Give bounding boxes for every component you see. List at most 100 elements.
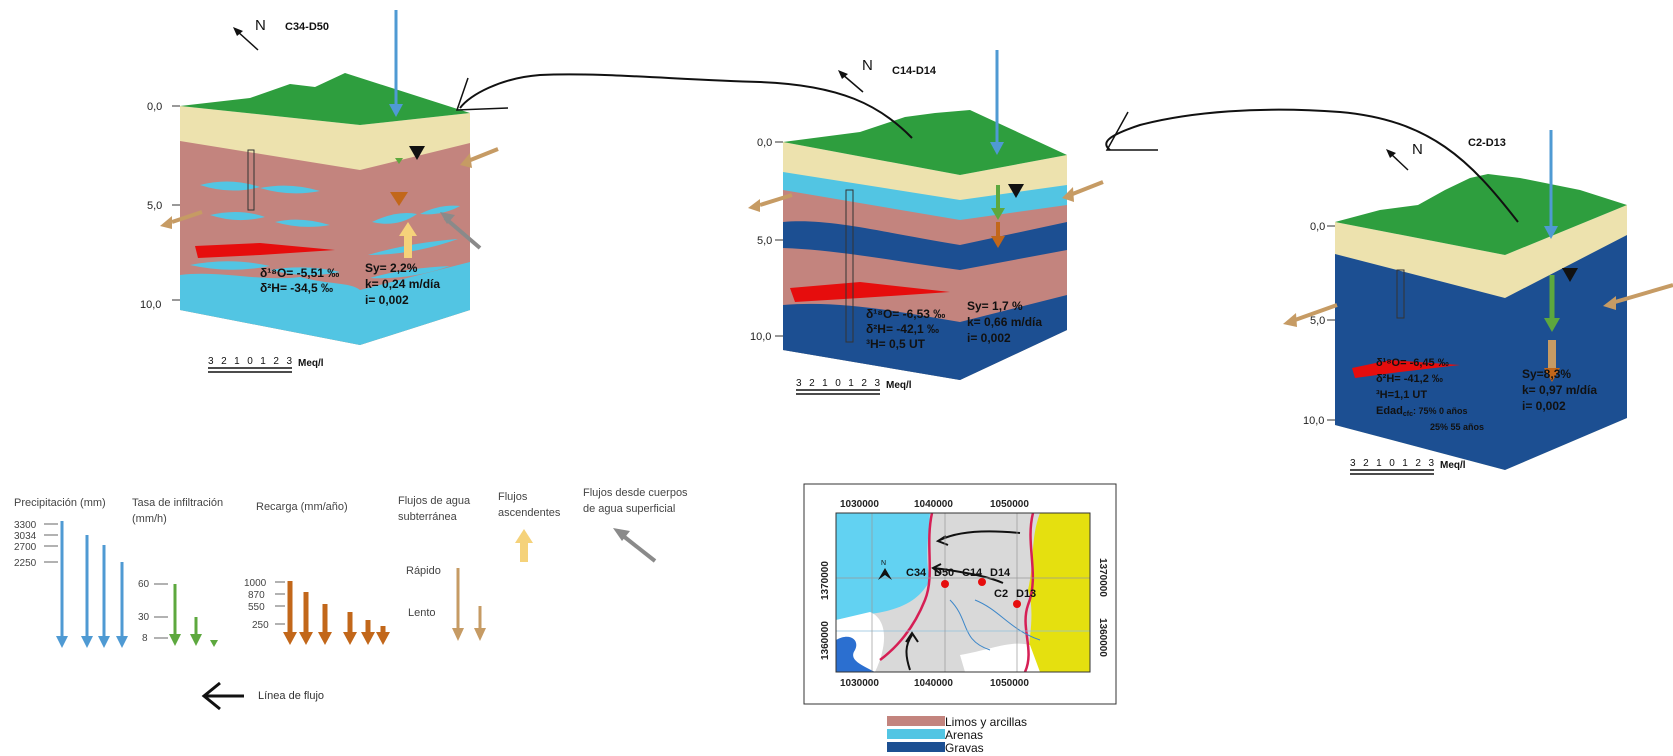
side-face-strata <box>960 155 1067 380</box>
ion-scale: 3 2 1 0 1 2 3 Meq/l <box>796 378 912 395</box>
k-label: k= 0,66 m/día <box>967 315 1042 329</box>
map-x-tick: 1040000 <box>914 499 953 510</box>
flow-arrows <box>1283 130 1673 382</box>
map-y-tick: 1370000 <box>820 561 831 600</box>
legend-infil-title: Tasa de infiltración <box>132 497 223 509</box>
map-well-label: C2 <box>994 588 1008 600</box>
north-arrow: N <box>233 17 266 51</box>
legend-ascend-2: ascendentes <box>498 507 561 519</box>
delta-o18-label: δ¹⁸O= -5,51 ‰ <box>260 266 339 280</box>
north-arrow: N <box>1386 141 1423 171</box>
legend-precipitation: Precipitación (mm) 3300 3034 2700 2250 <box>14 497 128 648</box>
infil-tick: 60 <box>138 579 150 590</box>
flow-lines <box>455 73 1519 223</box>
scale-unit: Meq/l <box>298 358 324 369</box>
delta-h2-label: δ²H= -41,2 ‰ <box>1376 373 1443 385</box>
legend-ascend-1: Flujos <box>498 491 528 503</box>
map-x-ticks: 1030000 1040000 1050000 1030000 1040000 … <box>840 499 1029 689</box>
flow-arrows <box>748 50 1104 248</box>
map-well-labels: C34 D50 C14 D14 C2 D13 <box>906 567 1036 600</box>
north-label: N <box>255 17 266 34</box>
front-face-strata <box>783 142 960 380</box>
legend-flow-line-label: Línea de flujo <box>258 690 324 702</box>
legend: Precipitación (mm) 3300 3034 2700 2250 T… <box>14 487 688 711</box>
depth-label: 0,0 <box>147 101 162 113</box>
precip-tick: 3300 <box>14 520 37 531</box>
legend-rapido: Rápido <box>406 565 441 577</box>
north-label: N <box>862 57 873 74</box>
sy-label: Sy= 2,2% <box>365 261 418 275</box>
legend-ascending-flows: Flujos ascendentes <box>498 491 561 562</box>
hydraulic-text: Sy=8,3% k= 0,97 m/día i= 0,002 <box>1522 367 1597 413</box>
ion-scale: 3 2 1 0 1 2 3 Meq/l <box>208 356 324 373</box>
age-fraction-1: : 75% 0 años <box>1413 406 1468 416</box>
tritium-label: ³H= 0,5 UT <box>866 337 926 351</box>
scale-ticks: 3 2 1 0 1 2 3 <box>796 378 880 389</box>
precip-tick: 3034 <box>14 531 37 542</box>
north-label: N <box>1412 141 1423 158</box>
block-diagram-c34-d50: N C34-D50 <box>140 10 499 373</box>
depth-label: 10,0 <box>140 299 161 311</box>
front-face-strata <box>1335 222 1505 470</box>
scale-unit: Meq/l <box>1440 460 1466 471</box>
map-legend: Limos y arcillas Arenas Gravas <box>887 715 1027 755</box>
isotope-text: δ¹⁸O= -5,51 ‰ δ²H= -34,5 ‰ <box>260 266 339 295</box>
map-y-ticks: 1370000 1360000 1370000 1360000 <box>820 558 1108 660</box>
scale-ticks: 3 2 1 0 1 2 3 <box>208 356 292 367</box>
legend-superf-1: Flujos desde cuerpos <box>583 487 688 499</box>
delta-h2-label: δ²H= -42,1 ‰ <box>866 322 939 336</box>
age-method: cfc <box>1403 411 1413 418</box>
isotope-text: δ¹⁸O= -6,53 ‰ δ²H= -42,1 ‰ ³H= 0,5 UT <box>866 307 945 351</box>
side-face-strata <box>1505 205 1627 470</box>
ion-scale: 3 2 1 0 1 2 3 Meq/l <box>1350 458 1466 475</box>
hydraulic-text: Sy= 1,7 % k= 0,66 m/día i= 0,002 <box>967 299 1042 345</box>
i-label: i= 0,002 <box>1522 399 1566 413</box>
isotope-text: δ¹⁸O= -6,45 ‰ δ²H= -41,2 ‰ ³H=1,1 UT Eda… <box>1376 357 1484 432</box>
legend-superf-2: de agua superficial <box>583 503 675 515</box>
map-y-tick: 1370000 <box>1097 558 1108 597</box>
legend-surface-water-flows: Flujos desde cuerpos de agua superficial <box>583 487 688 563</box>
map-x-tick: 1050000 <box>990 678 1029 689</box>
legend-recarga-title: Recarga (mm/año) <box>256 501 348 513</box>
recarga-tick: 550 <box>248 602 265 613</box>
map-well-label: D50 <box>934 567 954 579</box>
hydraulic-text: Sy= 2,2% k= 0,24 m/día i= 0,002 <box>365 261 440 307</box>
side-face-strata <box>360 113 470 345</box>
map-legend-gravel: Gravas <box>945 741 984 755</box>
map-well-label: D14 <box>990 567 1011 579</box>
recarga-tick: 1000 <box>244 578 267 589</box>
legend-infil-unit: (mm/h) <box>132 513 167 525</box>
well-id-label: C34-D50 <box>285 21 329 33</box>
map-well-label: C14 <box>962 567 983 579</box>
i-label: i= 0,002 <box>365 293 409 307</box>
map-y-tick: 1360000 <box>1097 618 1108 657</box>
svg-text:Edadcfc: 75% 0 años: Edadcfc: 75% 0 años <box>1376 405 1468 418</box>
legend-infiltration: Tasa de infiltración (mm/h) 60 30 8 <box>132 497 223 647</box>
depth-axis: 0,0 5,0 10,0 <box>750 137 783 343</box>
location-map: N 1030000 1040000 1050000 1030000 104000… <box>803 483 1117 705</box>
legend-flujos-title: Flujos de agua <box>398 495 471 507</box>
legend-flow-line: Línea de flujo <box>201 681 324 711</box>
map-well-label: D13 <box>1016 588 1036 600</box>
legend-precip-title: Precipitación (mm) <box>14 497 106 509</box>
map-north-label: N <box>881 560 886 567</box>
depth-label: 10,0 <box>1303 415 1324 427</box>
recarga-tick: 250 <box>252 620 269 631</box>
map-well-label: C34 <box>906 567 927 579</box>
map-x-tick: 1050000 <box>990 499 1029 510</box>
legend-flujos-title-2: subterránea <box>398 511 458 523</box>
i-label: i= 0,002 <box>967 331 1011 345</box>
k-label: k= 0,97 m/día <box>1522 383 1597 397</box>
delta-h2-label: δ²H= -34,5 ‰ <box>260 281 333 295</box>
delta-o18-label: δ¹⁸O= -6,53 ‰ <box>866 307 945 321</box>
depth-label: 0,0 <box>757 137 772 149</box>
legend-groundwater-flows: Flujos de agua subterránea Rápido Lento <box>398 495 486 641</box>
age-fraction-2: 25% 55 años <box>1430 422 1484 432</box>
legend-lento: Lento <box>408 607 436 619</box>
depth-axis: 0,0 5,0 10,0 <box>140 101 180 311</box>
map-x-tick: 1030000 <box>840 678 879 689</box>
k-label: k= 0,24 m/día <box>365 277 440 291</box>
well-id-label: C2-D13 <box>1468 137 1506 149</box>
delta-o18-label: δ¹⁸O= -6,45 ‰ <box>1376 357 1449 369</box>
scale-unit: Meq/l <box>886 380 912 391</box>
